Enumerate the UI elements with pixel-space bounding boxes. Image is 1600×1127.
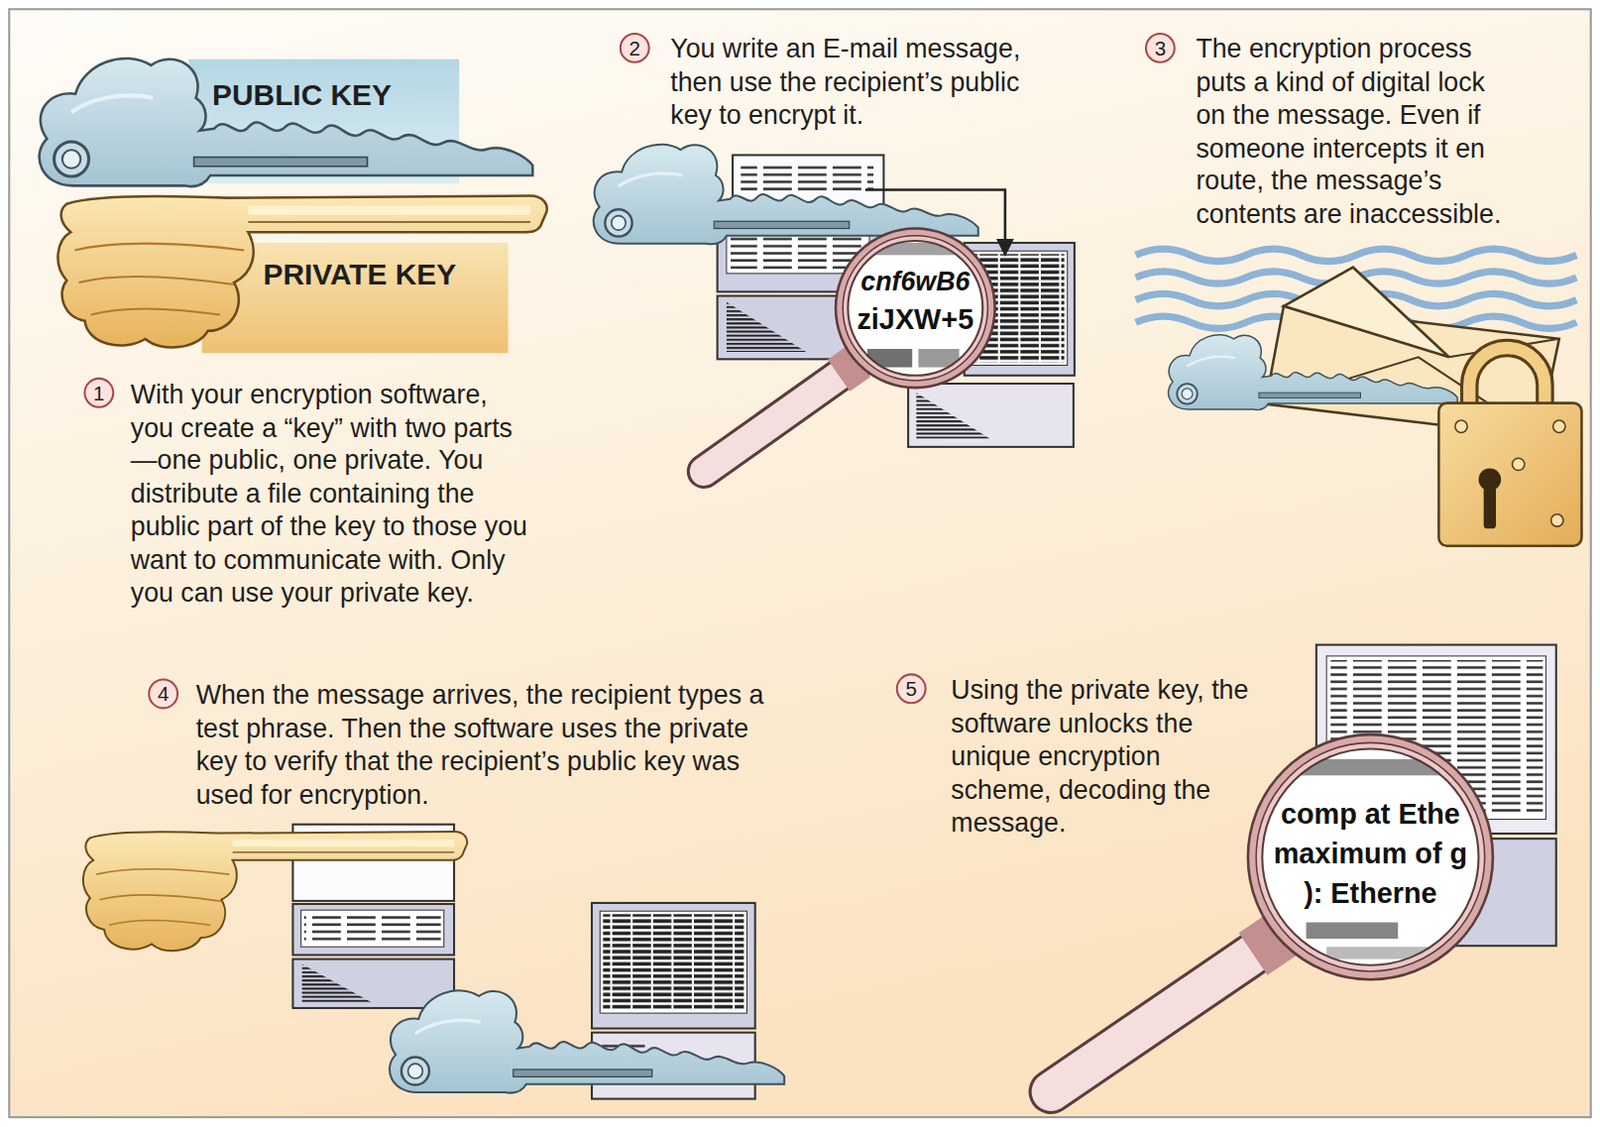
padlock <box>1469 347 1545 411</box>
message-screens <box>599 911 747 1014</box>
magnifier <box>867 348 913 368</box>
padlock <box>1553 420 1566 433</box>
envelope <box>1264 267 1559 438</box>
magnifier <box>844 242 988 255</box>
magnified-text: cnf6wB6 <box>843 263 987 301</box>
magnifier <box>1326 946 1439 959</box>
step-text: With your encryption software, you creat… <box>130 377 535 610</box>
message-screens <box>740 163 874 193</box>
public-key-illustration <box>39 58 534 187</box>
private-key-illustration <box>83 831 467 951</box>
message-screens <box>726 302 806 352</box>
callout-number: 3 <box>1144 32 1176 64</box>
magnified-text: ziJXW+5 <box>843 302 987 340</box>
message-screens <box>302 964 373 1004</box>
magnified-text: comp at Ethe <box>1257 796 1483 833</box>
callout-number: 1 <box>83 377 115 409</box>
transit-waves <box>1136 248 1578 329</box>
transit-waves <box>1136 293 1578 306</box>
message-screens <box>292 824 455 902</box>
decoded-screens <box>1326 656 1546 820</box>
message-screens <box>971 250 1068 365</box>
magnifier <box>703 358 863 471</box>
message-screens <box>964 242 1075 376</box>
magnifier <box>1275 759 1450 776</box>
frame <box>8 8 1591 1118</box>
decoded-screens <box>1330 660 1543 813</box>
magnified-text: ): Etherne <box>1257 875 1483 913</box>
public-key-illustration <box>593 144 979 245</box>
padlock <box>1469 347 1545 411</box>
message-screens <box>730 228 866 270</box>
message-screens <box>717 212 882 292</box>
key-label-box: PUBLIC KEY <box>188 59 459 185</box>
magnifier <box>917 348 959 368</box>
message-screens <box>915 392 990 439</box>
envelope <box>1264 306 1559 438</box>
key-label: PUBLIC KEY <box>212 77 459 113</box>
message-screens <box>974 253 1065 362</box>
magnifier <box>1050 938 1275 1092</box>
envelope <box>1264 356 1539 437</box>
padlock <box>1484 479 1496 529</box>
key-label-box: PRIVATE KEY <box>202 242 509 353</box>
message-screens <box>601 1040 645 1057</box>
message-screens <box>292 959 455 1009</box>
magnifier <box>1256 742 1486 972</box>
step-text: The encryption process puts a kind of di… <box>1195 31 1507 231</box>
magnified-text: maximum of g <box>1257 835 1483 873</box>
callout-number: 5 <box>896 673 927 704</box>
padlock <box>1511 457 1524 470</box>
padlock <box>1455 420 1468 433</box>
private-key-illustration <box>83 831 467 951</box>
message-screens <box>732 154 884 236</box>
message-screens <box>908 383 1074 448</box>
message-screens <box>717 296 866 360</box>
message-screens <box>292 824 755 1100</box>
transit-waves <box>1136 271 1578 284</box>
padlock <box>1551 514 1564 527</box>
key-label: PRIVATE KEY <box>263 256 509 292</box>
public-key-illustration <box>1168 335 1459 411</box>
magnifier <box>703 228 995 472</box>
callout-number: 2 <box>619 32 651 64</box>
callout-number: 4 <box>147 679 179 710</box>
transit-waves <box>1136 248 1578 261</box>
magnifier <box>1248 734 1493 980</box>
magnifier <box>1253 934 1282 955</box>
envelope <box>1449 339 1560 358</box>
magnifier <box>1306 922 1399 939</box>
transit-waves <box>1136 316 1578 329</box>
step-text: You write an E-mail message, then use th… <box>670 31 1043 131</box>
message-screens <box>591 1032 756 1100</box>
magnifier <box>1050 938 1275 1092</box>
public-key-illustration <box>389 990 785 1093</box>
padlock <box>1479 467 1502 491</box>
message-screens <box>591 903 756 1029</box>
magnifier <box>842 235 988 381</box>
message-screens <box>726 224 870 273</box>
message-screens <box>301 832 445 856</box>
encrypt-arrow <box>865 189 1006 253</box>
message-screens <box>602 914 744 1011</box>
magnifier <box>835 228 996 389</box>
public-key-illustration <box>593 144 979 245</box>
magnifier <box>838 360 860 375</box>
padlock <box>1438 403 1582 547</box>
public-key-illustration <box>39 58 534 187</box>
public-key-illustration <box>389 990 785 1093</box>
message-screens <box>717 154 1075 447</box>
message-screens <box>304 914 442 943</box>
step-text: When the message arrives, the recipient … <box>196 679 779 812</box>
magnifier <box>703 358 863 471</box>
step-text: Using the private key, the software unlo… <box>950 673 1258 839</box>
message-screens <box>301 910 445 947</box>
message-screens <box>292 904 455 955</box>
padlock <box>1438 347 1582 547</box>
public-key-illustration <box>1168 335 1459 411</box>
envelope <box>1283 267 1450 358</box>
